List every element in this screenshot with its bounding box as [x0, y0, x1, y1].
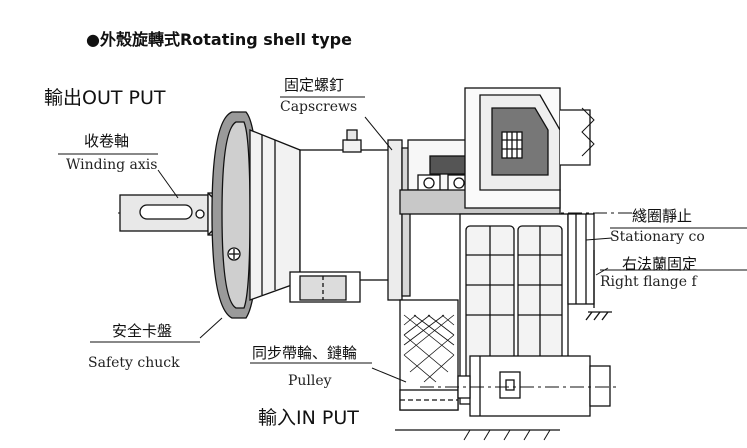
safety-chuck-body	[211, 111, 259, 319]
pulley-label-en: Pulley	[288, 373, 332, 389]
capscrews-label-cn: 固定螺釘	[284, 76, 345, 94]
safety-chuck-label-en: Safety chuck	[88, 355, 180, 371]
output-housing	[289, 129, 396, 303]
pulley-label-cn: 同步帶輪、鏈輪	[252, 344, 358, 362]
winding-axis-label-en: Winding axis	[66, 157, 158, 173]
motor	[420, 355, 618, 417]
outer-shell	[464, 87, 595, 209]
leader-stationary	[585, 237, 613, 241]
capscrews-label-en: Capscrews	[280, 99, 358, 115]
leader-right-flange	[595, 267, 609, 276]
leader-safety	[199, 317, 223, 339]
input-label: 輸入IN PUT	[258, 407, 359, 429]
diagram-title: ●外殼旋轉式Rotating shell type	[86, 30, 352, 49]
safety-chuck-label-cn: 安全卡盤	[112, 322, 173, 340]
pulley	[399, 299, 459, 411]
winding-axis-label-cn: 收卷軸	[84, 132, 130, 150]
leader-lines	[157, 116, 613, 383]
stationary-coil-label-cn: 綫圈靜止	[632, 207, 693, 225]
stationary-coil-label-en: Stationary co	[610, 229, 705, 245]
right-flange-label-en: Right flange f	[600, 274, 697, 290]
capscrew-flange	[387, 139, 411, 301]
output-label: 輸出OUT PUT	[44, 87, 166, 109]
leader-capscrews	[364, 116, 393, 151]
leader-pulley	[371, 367, 407, 383]
right-flange-fixing	[585, 250, 612, 321]
leader-winding	[157, 169, 179, 199]
right-flange-label-cn: 右法蘭固定	[622, 255, 698, 273]
